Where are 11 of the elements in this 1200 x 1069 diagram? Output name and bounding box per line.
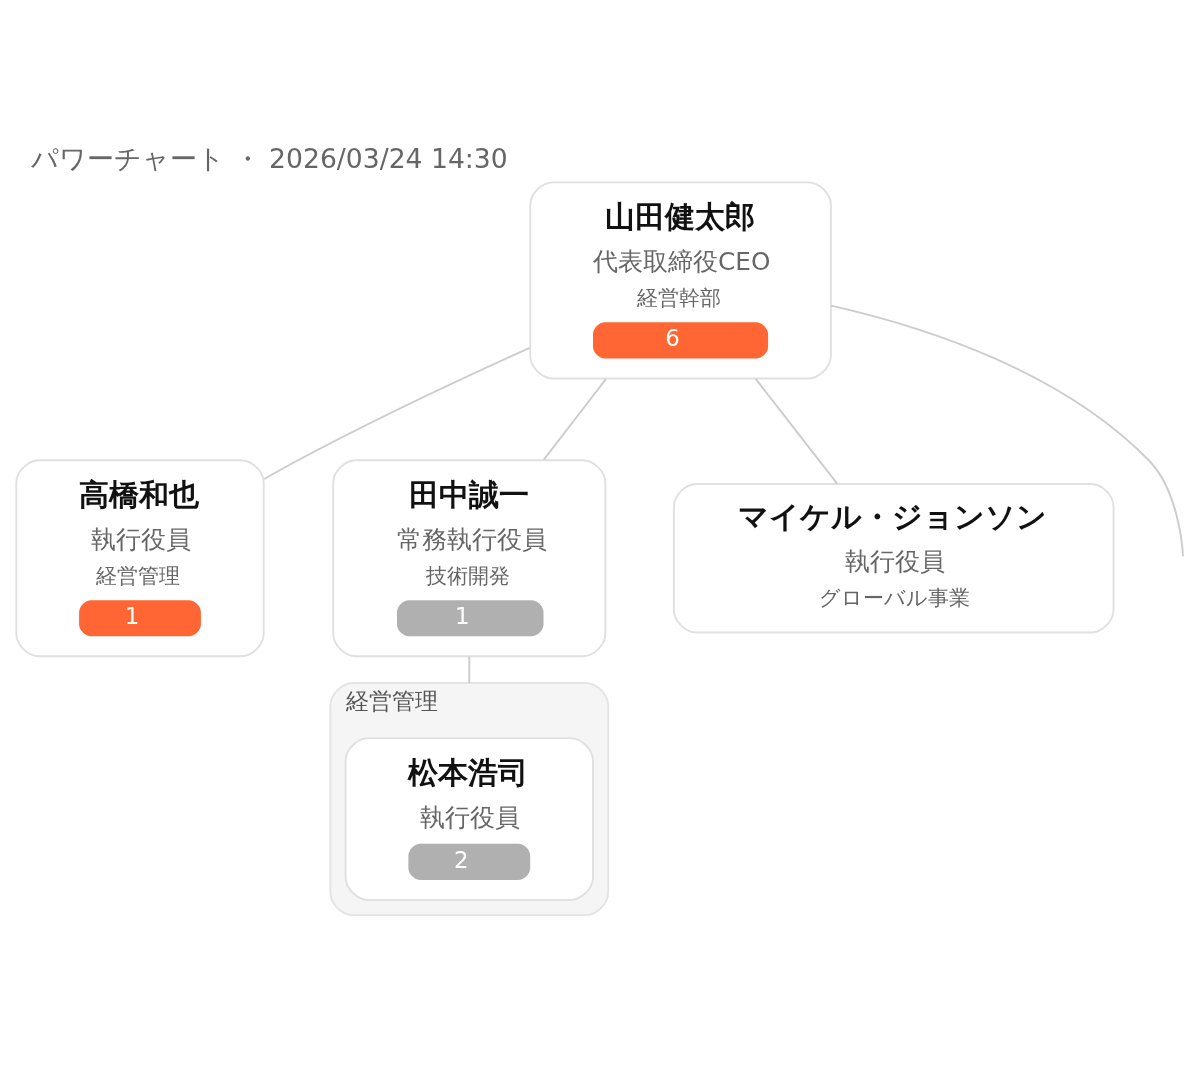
node-box: 松本浩司 執行役員 2 (344, 737, 594, 901)
connector (468, 655, 471, 684)
node-box: マイケル・ジョンソン 執行役員 グローバル事業 (672, 483, 1115, 634)
node-box: 高橋和也 執行役員 経営管理 1 (15, 459, 265, 658)
node-box: 山田健太郎 代表取締役CEO 経営幹部 6 (529, 181, 832, 380)
node-box: 田中誠一 常務執行役員 技術開発 1 (332, 459, 607, 658)
connector (830, 304, 1184, 558)
connector (542, 378, 608, 461)
caption: パワーチャート ・ 2026/03/24 14:30 (31, 142, 508, 174)
connector (754, 378, 839, 485)
connector (263, 346, 531, 480)
